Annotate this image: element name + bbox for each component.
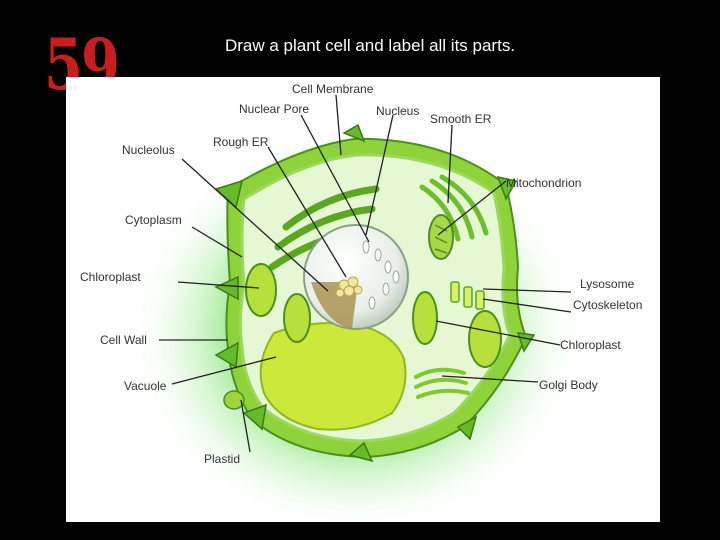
label-cytoskeleton: Cytoskeleton bbox=[573, 298, 642, 312]
label-chloroplast-left: Chloroplast bbox=[80, 270, 141, 284]
label-vacuole: Vacuole bbox=[124, 379, 167, 393]
nucleus bbox=[303, 224, 409, 330]
nuclear-pores bbox=[362, 240, 400, 310]
golgi-body bbox=[414, 367, 470, 399]
nucleolus bbox=[335, 276, 363, 298]
label-cell-wall: Cell Wall bbox=[100, 333, 147, 347]
plant-cell-svg: Cell Membrane Nuclear Pore Nucleus Smoot… bbox=[80, 82, 642, 522]
label-smooth-er: Smooth ER bbox=[430, 112, 492, 126]
label-nuclear-pore: Nuclear Pore bbox=[239, 102, 309, 116]
label-lysosome: Lysosome bbox=[580, 277, 635, 291]
label-golgi-body: Golgi Body bbox=[539, 378, 598, 392]
label-chloroplast-right: Chloroplast bbox=[560, 338, 621, 352]
wall-nodes bbox=[214, 123, 536, 463]
plant-cell-diagram: Cell Membrane Nuclear Pore Nucleus Smoot… bbox=[66, 77, 660, 522]
label-nucleus: Nucleus bbox=[376, 104, 419, 118]
smooth-er bbox=[419, 174, 489, 242]
slide-title: Draw a plant cell and label all its part… bbox=[224, 36, 516, 55]
label-cytoplasm: Cytoplasm bbox=[125, 213, 182, 227]
vacuole bbox=[259, 322, 407, 431]
plastid bbox=[223, 390, 245, 410]
label-plastid: Plastid bbox=[204, 452, 240, 466]
label-cell-membrane: Cell Membrane bbox=[292, 82, 374, 96]
lysosome bbox=[450, 281, 485, 310]
leader-lines bbox=[159, 94, 572, 453]
mitochondrion bbox=[428, 214, 454, 260]
label-mitochondrion: Mitochondrion bbox=[506, 176, 581, 190]
label-rough-er: Rough ER bbox=[213, 135, 269, 149]
label-nucleolus: Nucleolus bbox=[122, 143, 175, 157]
chloroplasts bbox=[245, 263, 502, 368]
